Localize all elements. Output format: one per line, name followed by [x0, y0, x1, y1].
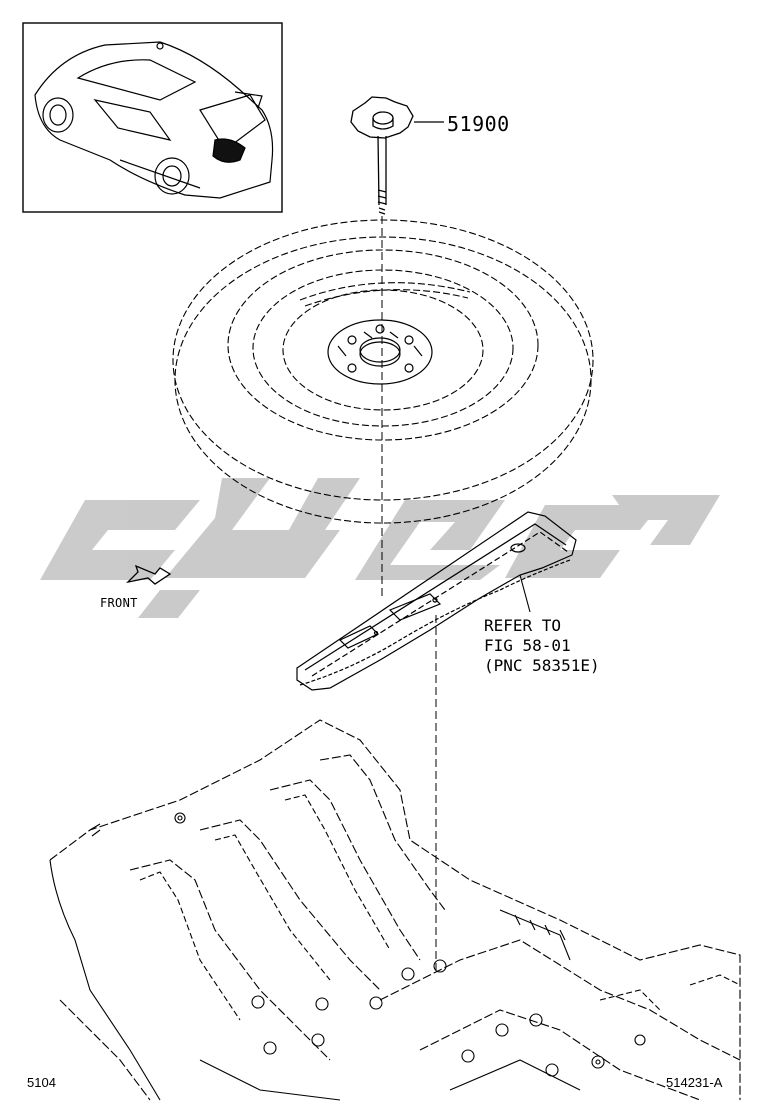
arrow-icon [126, 564, 172, 585]
reference-line-1: REFER TO [484, 616, 562, 635]
part-number-label: 51900 [447, 112, 510, 136]
page-code: 5104 [27, 1075, 56, 1090]
support-bracket [296, 511, 577, 691]
reference-line-3: (PNC 58351E) [484, 656, 600, 675]
reference-line-2: FIG 58-01 [484, 636, 571, 655]
spare-tire [172, 219, 594, 524]
watermark-logo [40, 478, 720, 618]
refer-leader-line [519, 574, 531, 613]
illustration-code: 514231-A [666, 1075, 723, 1090]
floor-panel [49, 719, 741, 1101]
vehicle-locator-inset [22, 22, 283, 213]
alignment-lines [381, 216, 437, 970]
bolt-icon [350, 96, 414, 215]
wheel-hub [327, 319, 433, 385]
reference-note: REFER TO FIG 58-01 (PNC 58351E) [484, 616, 600, 676]
front-direction-label: FRONT [100, 596, 138, 610]
